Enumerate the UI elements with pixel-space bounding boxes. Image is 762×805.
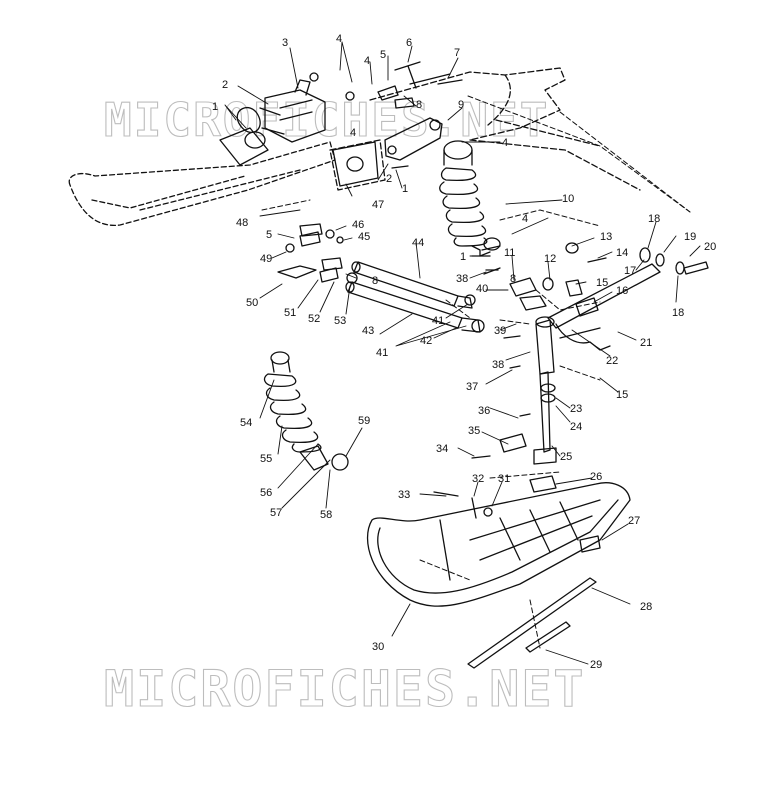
- callout-label: 42: [420, 335, 432, 347]
- callout-label: 37: [466, 381, 478, 393]
- callout-label: 4: [350, 127, 356, 139]
- callout-label: 38: [492, 359, 504, 371]
- callout-label: 4: [364, 55, 370, 67]
- callout-label: 25: [560, 451, 572, 463]
- callout-label: 31: [498, 473, 510, 485]
- callout-label: 52: [308, 313, 320, 325]
- callout-label: 51: [284, 307, 296, 319]
- rear-ski-outline: [68, 141, 336, 226]
- frame-bulkhead: [329, 67, 641, 191]
- callout-label: 40: [476, 283, 488, 295]
- callout-label: 53: [334, 315, 346, 327]
- callout-label: 11: [504, 247, 515, 259]
- callout-label: 44: [412, 237, 424, 249]
- callout-label: 29: [590, 659, 602, 671]
- callout-label: 58: [320, 509, 332, 521]
- callout-label: 49: [260, 253, 272, 265]
- callout-label: 59: [358, 415, 370, 427]
- callout-label: 18: [672, 307, 684, 319]
- callout-label: 8: [510, 273, 516, 285]
- callout-label: 2: [386, 173, 392, 185]
- watermark-top: MICROFICHES.NET: [104, 93, 549, 147]
- callout-label: 45: [358, 231, 370, 243]
- callout-label: 48: [236, 217, 248, 229]
- front-ski: [366, 482, 631, 607]
- callout-label: 1: [460, 251, 466, 263]
- callout-label: 46: [352, 219, 364, 231]
- callout-label: 26: [590, 471, 602, 483]
- rod-mount-hardware: [277, 223, 358, 284]
- wear-bar: [467, 577, 597, 669]
- callout-label: 8: [416, 99, 422, 111]
- callout-label: 6: [406, 37, 412, 49]
- callout-label: 20: [704, 241, 716, 253]
- callout-label: 47: [372, 199, 384, 211]
- callout-label: 15: [616, 389, 628, 401]
- callout-label: 4: [502, 137, 508, 149]
- ski-spindle: [519, 295, 557, 465]
- fasteners: [407, 65, 531, 519]
- callout-label: 21: [640, 337, 652, 349]
- spindle-hardware: [565, 242, 709, 275]
- callout-label: 24: [570, 421, 582, 433]
- callout-label: 7: [454, 47, 460, 59]
- callout-label: 30: [372, 641, 384, 653]
- callout-label: 56: [260, 487, 272, 499]
- callout-label: 38: [456, 273, 468, 285]
- callout-label: 33: [398, 489, 410, 501]
- callout-label: 18: [648, 213, 660, 225]
- callout-label: 5: [380, 49, 386, 61]
- callout-label: 10: [562, 193, 574, 205]
- spare-shock-absorber: [263, 351, 349, 471]
- callout-label: 17: [624, 265, 636, 277]
- callout-leaders: [224, 41, 701, 665]
- callout-label: 8: [372, 275, 378, 287]
- callout-label: 39: [494, 325, 506, 337]
- callout-label: 36: [478, 405, 490, 417]
- front-shock-absorber: [439, 140, 501, 257]
- spindle-small-parts: [499, 433, 601, 553]
- callout-label: 43: [362, 325, 374, 337]
- callout-label: 41: [376, 347, 388, 359]
- callout-label: 54: [240, 417, 252, 429]
- steering-arm: [483, 267, 599, 317]
- callout-label: 19: [684, 231, 696, 243]
- assembly-guide-lines: [261, 95, 691, 649]
- callout-label: 41: [432, 315, 444, 327]
- callout-label: 4: [522, 213, 528, 225]
- callout-label: 1: [212, 101, 218, 113]
- callout-label: 50: [246, 297, 258, 309]
- callout-label: 13: [600, 231, 612, 243]
- callout-label: 12: [544, 253, 556, 265]
- callout-label: 55: [260, 453, 272, 465]
- callout-label: 35: [468, 425, 480, 437]
- watermark-bottom: MICROFICHES.NET: [104, 660, 586, 718]
- callout-label: 32: [472, 473, 484, 485]
- callout-label: 27: [628, 515, 640, 527]
- callout-label: 28: [640, 601, 652, 613]
- callout-label: 23: [570, 403, 582, 415]
- mount-bracket-47: [332, 141, 379, 187]
- callout-label: 3: [282, 37, 288, 49]
- callout-label: 5: [266, 229, 272, 241]
- callout-label: 22: [606, 355, 618, 367]
- callout-label: 2: [222, 79, 228, 91]
- callout-label: 4: [336, 33, 342, 45]
- callout-label: 14: [616, 247, 628, 259]
- callout-label: 9: [458, 99, 464, 111]
- callout-label: 34: [436, 443, 448, 455]
- callout-label: 15: [596, 277, 608, 289]
- callout-label: 57: [270, 507, 282, 519]
- callout-label: 1: [402, 183, 408, 195]
- left-shock-bracket: [219, 72, 355, 166]
- callout-label: 16: [616, 285, 628, 297]
